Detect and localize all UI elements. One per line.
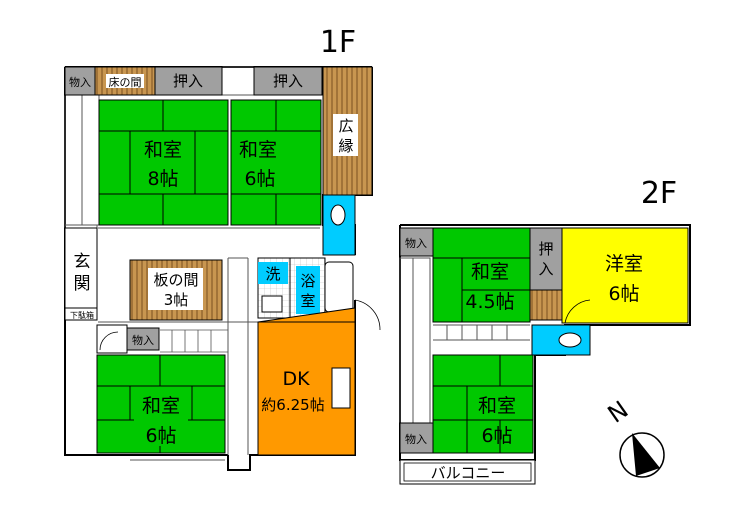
room-genkan-char2: 関 bbox=[74, 274, 91, 294]
room-dk-size: 約6.25帖 bbox=[261, 396, 324, 414]
room-washitsu-6-2f-name: 和室 bbox=[478, 395, 516, 417]
toilet-2f bbox=[531, 324, 591, 356]
floor-label-2f: 2F bbox=[641, 176, 677, 211]
room-yokushitsu: 浴 室 bbox=[289, 257, 354, 319]
room-washitsu-8-size: 8帖 bbox=[147, 168, 178, 190]
room-washitsu-45-name: 和室 bbox=[471, 261, 509, 283]
room-genkan-char1: 玄 bbox=[74, 252, 91, 272]
oshiire-left-1f-label: 押入 bbox=[173, 72, 203, 90]
room-washitsu-6-2f-size: 6帖 bbox=[481, 425, 512, 447]
room-washitsu-8-name: 和室 bbox=[144, 139, 182, 161]
monoire-bottom-2f-label: 物入 bbox=[405, 432, 427, 446]
room-itanoma-size: 3帖 bbox=[164, 291, 189, 309]
room-yoshitsu: 洋室 6帖 bbox=[561, 227, 689, 324]
compass: N bbox=[603, 395, 665, 478]
room-washitsu-6-bottom-size: 6帖 bbox=[145, 425, 176, 447]
oshiire-right-1f bbox=[253, 66, 323, 96]
room-washitsu-6-top-name: 和室 bbox=[239, 139, 277, 161]
monoire-mid-1f-label: 物入 bbox=[132, 333, 154, 347]
room-yokushitsu-char2: 室 bbox=[300, 292, 315, 310]
room-yoshitsu-name: 洋室 bbox=[605, 253, 643, 275]
balcony: バルコニー bbox=[399, 459, 536, 485]
oshiire-2f: 押 入 bbox=[529, 227, 563, 321]
room-washitsu-45: 和室 4.5帖 bbox=[432, 227, 531, 323]
room-hiroen-char2: 縁 bbox=[338, 137, 353, 155]
oshiire-2f-char2: 入 bbox=[538, 260, 553, 278]
room-washitsu-8: 和室 8帖 bbox=[98, 99, 229, 226]
room-genkan: 玄 関 下駄箱 bbox=[64, 227, 98, 321]
monoire-bottom-2f bbox=[399, 422, 434, 454]
monoire-mid-1f: 物入 bbox=[96, 324, 228, 354]
getabako-label: 下駄箱 bbox=[70, 310, 94, 320]
toilet-1f bbox=[322, 194, 356, 256]
room-washitsu-6-top: 和室 6帖 bbox=[230, 99, 322, 226]
room-hiroen: 広 縁 bbox=[322, 66, 373, 196]
room-sen: 洗 bbox=[257, 257, 291, 319]
room-dk-name: DK bbox=[282, 368, 310, 390]
room-itanoma-name: 板の間 bbox=[153, 271, 198, 289]
room-hiroen-char1: 広 bbox=[338, 117, 353, 135]
room-washitsu-6-bottom: 和室 6帖 bbox=[96, 354, 226, 454]
monoire-top-2f-label: 物入 bbox=[405, 236, 427, 250]
room-washitsu-6-2f: 和室 6帖 bbox=[432, 354, 534, 454]
room-yoshitsu-size: 6帖 bbox=[608, 283, 639, 305]
room-washitsu-6-bottom-name: 和室 bbox=[142, 395, 180, 417]
monoire-top-1f-label: 物入 bbox=[69, 75, 91, 89]
room-washitsu-6-top-size: 6帖 bbox=[244, 168, 275, 190]
oshiire-left-1f bbox=[154, 66, 223, 96]
oshiire-right-1f-label: 押入 bbox=[273, 72, 303, 90]
room-dk: DK 約6.25帖 bbox=[257, 299, 381, 456]
tokonoma-label: 床の間 bbox=[109, 75, 142, 89]
room-washitsu-45-size: 4.5帖 bbox=[465, 291, 514, 313]
room-itanoma: 板の間 3帖 bbox=[129, 259, 223, 321]
balcony-label: バルコニー bbox=[431, 464, 506, 482]
oshiire-2f-char1: 押 bbox=[538, 240, 553, 258]
monoire-top-1f bbox=[64, 66, 96, 96]
floor-label-1f: 1F bbox=[320, 25, 356, 60]
room-yokushitsu-char1: 浴 bbox=[300, 272, 315, 290]
room-sen-label: 洗 bbox=[265, 265, 280, 283]
compass-north-label: N bbox=[603, 395, 634, 428]
